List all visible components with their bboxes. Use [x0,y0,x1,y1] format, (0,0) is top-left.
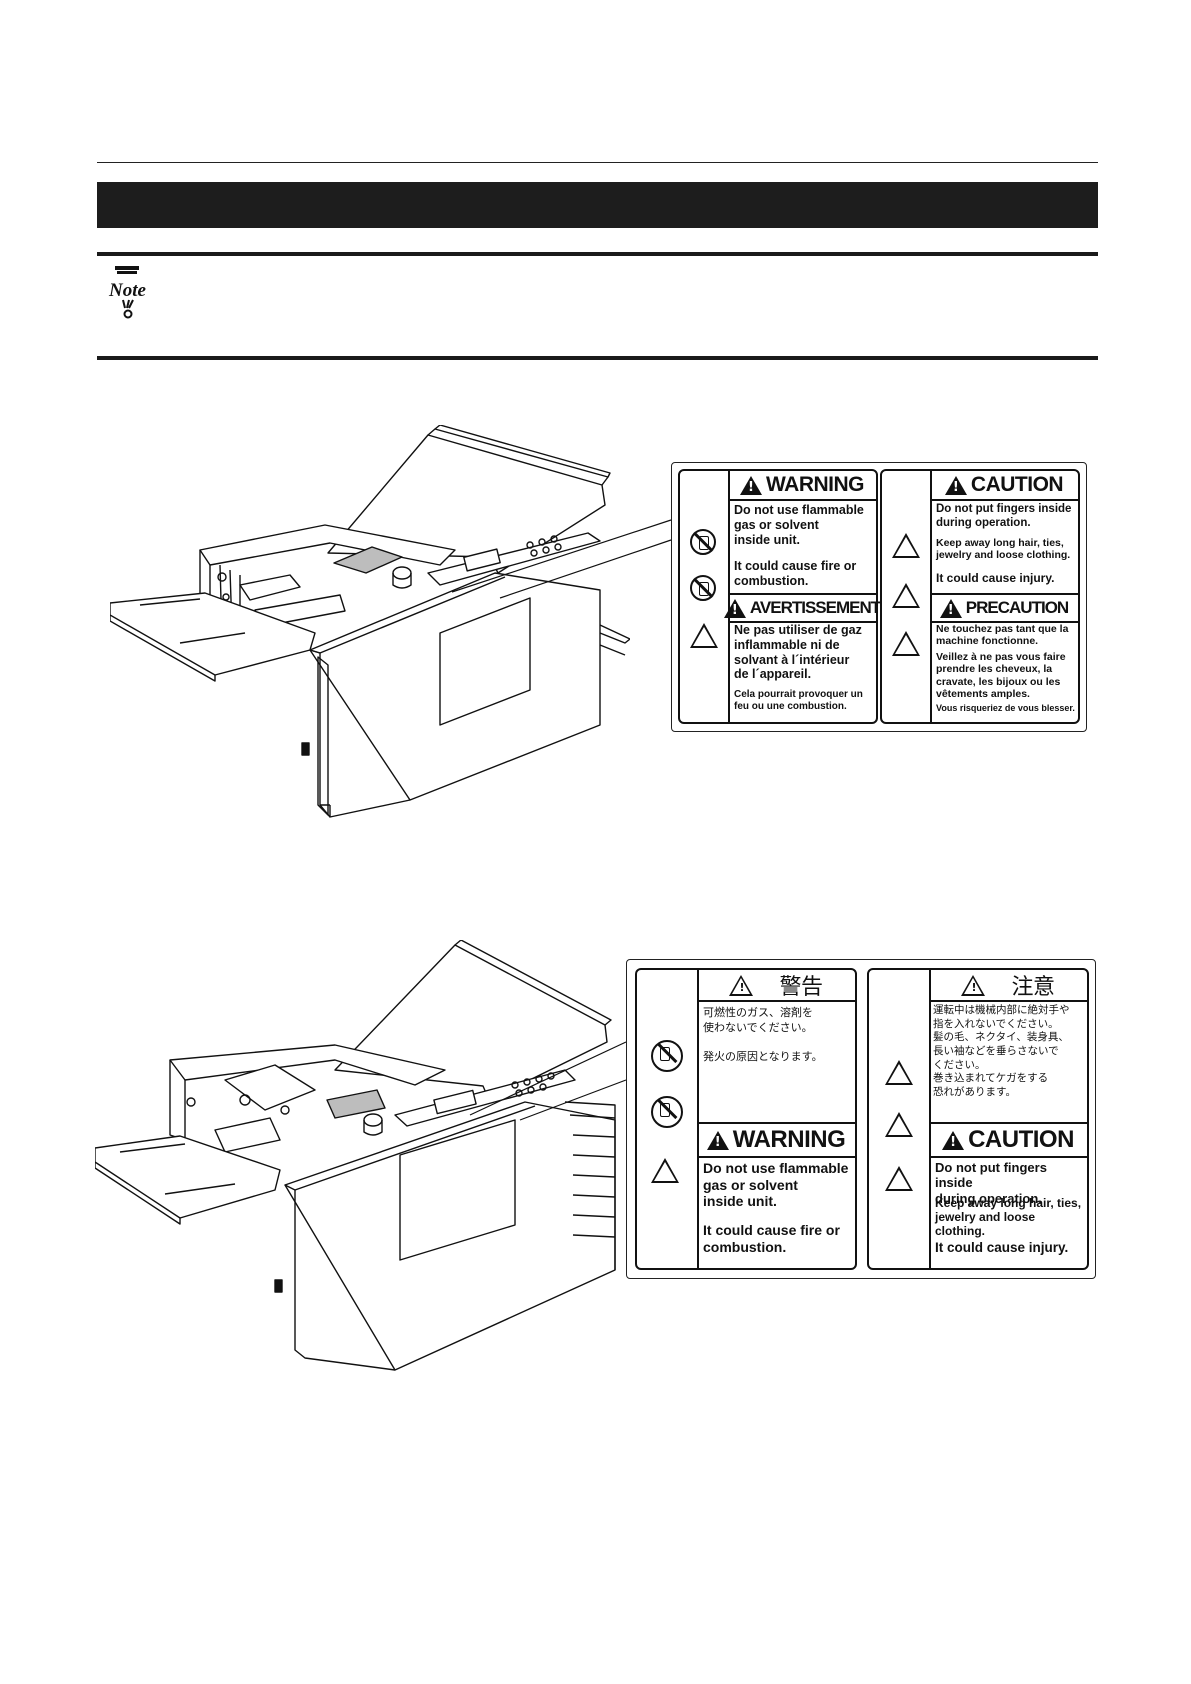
fire-hazard-icon [651,1158,679,1183]
jp-caution-panel: 注意 運転中は機械内部に絶対手や 指を入れないでください。 髪の毛、ネクタイ、装… [867,968,1089,1270]
caution-panel: CAUTION Do not put fingers inside during… [880,469,1080,724]
finger-pinch-icon [885,1060,913,1085]
avertissement-text: Ne pas utiliser de gaz inflammable ni de… [734,623,862,682]
svg-text:Note: Note [108,280,147,301]
folder-machine-illustration-top [110,425,630,818]
precaution-heading: PRECAUTION [930,593,1078,623]
safety-label-en-fr: WARNING Do not use flammable gas or solv… [671,462,1087,732]
warning-text: Do not use flammable gas or solvent insi… [734,503,864,547]
avertissement-heading: AVERTISSEMENT [723,593,881,623]
caution-consequence: It could cause injury. [936,571,1055,585]
chui-heading: 注意 [929,970,1087,1002]
jp-caution-text-2: Keep away long hair, ties, jewelry and l… [935,1196,1082,1239]
hair-entanglement-icon [892,583,920,608]
warning-triangle-icon [706,1130,729,1150]
warning-triangle-icon [944,475,967,495]
note-icon: Note [108,266,147,319]
chui-text: 運転中は機械内部に絶対手や 指を入れないでください。 髪の毛、ネクタイ、装身具、… [933,1004,1070,1098]
no-spray-can-icon [690,529,716,555]
keikoku-text: 可燃性のガス、溶剤を 使わないでください。 [703,1006,813,1034]
folder-machine-illustration-bottom [95,940,616,1371]
tie-entanglement-icon [892,631,920,656]
caution-text: Do not put fingers inside during operati… [936,503,1072,529]
jp-warning-heading: WARNING [697,1122,855,1158]
safety-label-jp-en: 警告 可燃性のガス、溶剤を 使わないでください。 発火の原因となります。 WAR… [626,959,1096,1279]
keikoku-heading: 警告 [697,970,855,1002]
precaution-consequence: Vous risqueriez de vous blesser. [936,703,1075,713]
top-rule [97,162,1098,163]
tie-entanglement-icon [885,1166,913,1191]
jp-warning-consequence: It could cause fire or combustion. [703,1222,840,1255]
no-spray-can-icon [651,1040,683,1072]
section-title-bar [97,182,1098,228]
note-box: Note [97,252,1098,360]
avertissement-consequence: Cela pourrait provoquer un feu ou une co… [734,689,863,712]
jp-caution-consequence: It could cause injury. [935,1240,1069,1255]
jp-caution-heading: CAUTION [929,1122,1087,1158]
no-flammable-icon [651,1096,683,1128]
warning-triangle-icon [939,598,962,618]
keikoku-consequence: 発火の原因となります。 [703,1050,823,1063]
warning-panel: WARNING Do not use flammable gas or solv… [678,469,881,724]
warning-heading: WARNING [728,471,876,501]
jp-warning-panel: 警告 可燃性のガス、溶剤を 使わないでください。 発火の原因となります。 WAR… [635,968,857,1270]
warning-triangle-icon [942,1130,965,1150]
warning-triangle-icon [740,475,762,495]
warning-consequence: It could cause fire or combustion. [734,559,857,588]
jp-warning-text: Do not use flammable gas or solvent insi… [703,1160,849,1210]
warning-triangle-icon [729,974,754,996]
jp-caution-text: Do not put fingers inside during operati… [935,1160,1047,1206]
precaution-text-2: Veillez à ne pas vous faire prendre les … [936,651,1066,701]
caution-heading: CAUTION [930,471,1078,501]
fire-hazard-icon [690,623,718,648]
hair-entanglement-icon [885,1112,913,1137]
no-flammable-icon [690,575,716,601]
finger-pinch-icon [892,533,920,558]
warning-triangle-icon [961,974,986,996]
precaution-text: Ne touchez pas tant que la machine fonct… [936,623,1069,648]
warning-triangle-icon [723,598,746,618]
caution-text-2: Keep away long hair, ties, jewelry and l… [936,537,1071,562]
